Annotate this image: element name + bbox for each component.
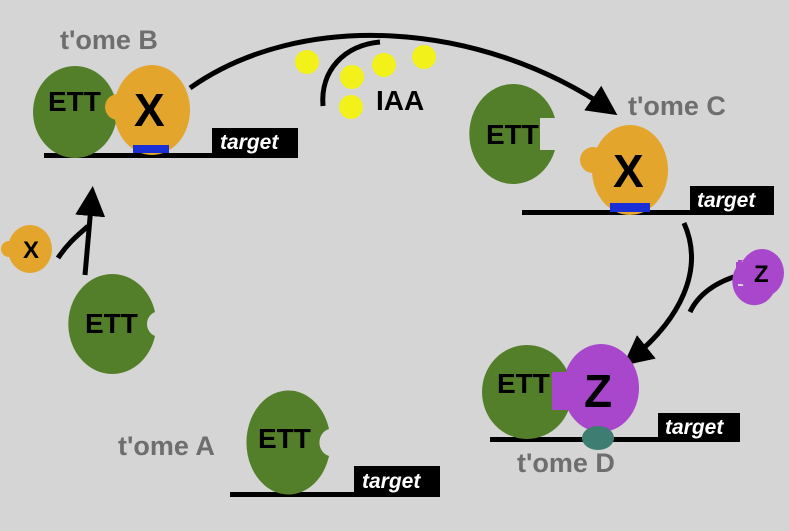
x-label: X (613, 145, 644, 197)
tome-a-label: t'ome A (118, 431, 215, 461)
target-tag (212, 128, 298, 156)
target-bar (230, 492, 440, 497)
tome-b-label: t'ome B (60, 25, 158, 55)
iaa-dot (339, 95, 363, 119)
arrow-iaa-curl (320, 39, 381, 107)
tome-d-complex: target ETT Z (482, 344, 740, 450)
ett-label: ETT (85, 308, 138, 339)
target-label: target (220, 131, 279, 154)
free-z-protein: Z (732, 249, 784, 306)
target-label: target (362, 470, 421, 493)
target-label: target (665, 416, 724, 439)
ett-protein (246, 390, 329, 495)
iaa-dot (412, 45, 436, 69)
target-tag (354, 466, 440, 494)
z-protein-small-nub (736, 262, 746, 284)
arrow-c-to-d (622, 221, 694, 366)
target-label: target (697, 189, 756, 212)
x-label: X (134, 84, 165, 136)
iaa-dot (295, 50, 319, 74)
x-small-label: X (23, 237, 39, 264)
ett-label: ETT (258, 423, 311, 454)
ett-protein (68, 273, 155, 374)
target-bar (522, 210, 774, 215)
x-protein (592, 125, 668, 215)
ett-protein (469, 83, 555, 184)
ett-protein (33, 66, 117, 158)
arrow-b-to-c (188, 32, 618, 116)
free-x-protein: X (1, 225, 52, 273)
iaa-label: IAA (376, 85, 424, 116)
z-protein-small-body (740, 249, 784, 297)
iaa-dot (340, 65, 364, 89)
x-protein-knob (105, 94, 131, 120)
z-protein (563, 344, 639, 432)
tome-a-complex: target ETT (230, 390, 440, 497)
ett-label: ETT (48, 86, 101, 117)
tome-c-complex: target X (522, 125, 774, 215)
free-ett-c: ETT (469, 83, 555, 184)
z-protein-nub (552, 372, 574, 410)
z-label: Z (584, 365, 612, 417)
x-protein-small (8, 225, 52, 273)
z-small-label: Z (754, 261, 769, 288)
tome-b-complex: target ETT X (33, 65, 298, 158)
ett-label: ETT (497, 368, 550, 399)
target-bar (44, 153, 298, 158)
target-bar (490, 437, 740, 442)
iaa-molecules (295, 45, 436, 119)
free-ett: ETT (68, 273, 155, 374)
tome-c-label: t'ome C (628, 91, 726, 121)
iaa-dot (372, 53, 396, 77)
target-tag (658, 413, 740, 440)
binding-site (610, 203, 650, 212)
arrow-x-join (55, 224, 90, 260)
ett-protein (482, 345, 572, 439)
binding-site (133, 145, 169, 153)
arrow-a-to-b (75, 186, 106, 276)
target-tag (690, 186, 774, 213)
ett-label: ETT (486, 119, 539, 150)
teal-bump (582, 426, 614, 450)
x-protein-small-knob (1, 241, 17, 257)
x-protein (114, 65, 190, 155)
x-protein-knob (580, 147, 606, 173)
tome-d-label: t'ome D (517, 448, 615, 478)
